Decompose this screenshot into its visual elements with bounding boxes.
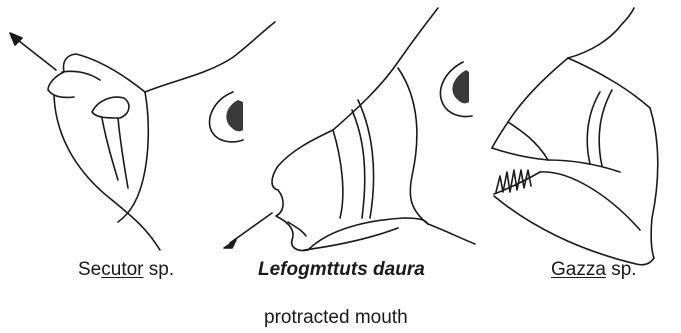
leiognathus-eye: [440, 62, 472, 117]
gazza-label: Gazza sp.: [551, 260, 637, 279]
gazza-operculum: [568, 58, 658, 258]
leiognathus-arrow-shaft: [230, 213, 272, 243]
secutor-head-drawing: [10, 22, 275, 250]
gazza-lower-inner: [540, 172, 640, 230]
secutor-snout: [48, 54, 145, 97]
leiognathus-label: Lefogmttuts daura: [258, 260, 425, 279]
gazza-band-1: [587, 92, 600, 164]
leiognathus-dorsal-outline: [333, 8, 438, 130]
leiognathus-throat: [308, 218, 428, 250]
secutor-label: Secutor sp.: [78, 260, 174, 279]
secutor-label-post: sp.: [144, 259, 175, 280]
gazza-dorsal-outline: [568, 8, 634, 58]
gazza-mid-line: [548, 160, 620, 172]
gazza-band-2: [599, 90, 612, 166]
gazza-label-genus: Gazza: [551, 259, 606, 280]
leiognathus-head-drawing: [224, 8, 475, 251]
leiognathus-gill-end: [428, 224, 475, 244]
leiognathus-band-2: [352, 110, 365, 218]
secutor-label-pre: Se: [78, 259, 101, 280]
secutor-maxilla: [118, 118, 128, 188]
leiognathus-cheek: [333, 130, 343, 218]
gazza-lower-jaw: [494, 196, 654, 265]
leiognathus-mouth-tube: [276, 190, 308, 251]
secutor-dorsal-outline: [145, 22, 275, 92]
secutor-arrow-shaft: [14, 37, 56, 70]
leiognathus-band-1: [358, 100, 374, 218]
secutor-label-genus: cutor: [101, 259, 143, 280]
gazza-upper-jaw: [492, 148, 548, 160]
leiognathus-lower-outline: [304, 228, 398, 250]
caption: protracted mouth: [264, 308, 408, 327]
gazza-head-drawing: [492, 8, 658, 265]
leiognathus-gill: [398, 68, 428, 224]
leiognathus-arrow-head: [224, 240, 236, 248]
secutor-premaxilla: [92, 97, 129, 118]
gazza-label-post: sp.: [606, 259, 637, 280]
leiognathus-forehead: [272, 130, 333, 190]
gazza-upper-head: [492, 58, 568, 148]
secutor-lip-line: [62, 71, 100, 80]
secutor-eye: [210, 92, 243, 142]
secutor-arrow-head: [10, 33, 22, 45]
secutor-maxilla-2: [102, 118, 118, 180]
leiognathus-lip-inner: [288, 222, 306, 236]
gazza-teeth: [496, 170, 531, 192]
